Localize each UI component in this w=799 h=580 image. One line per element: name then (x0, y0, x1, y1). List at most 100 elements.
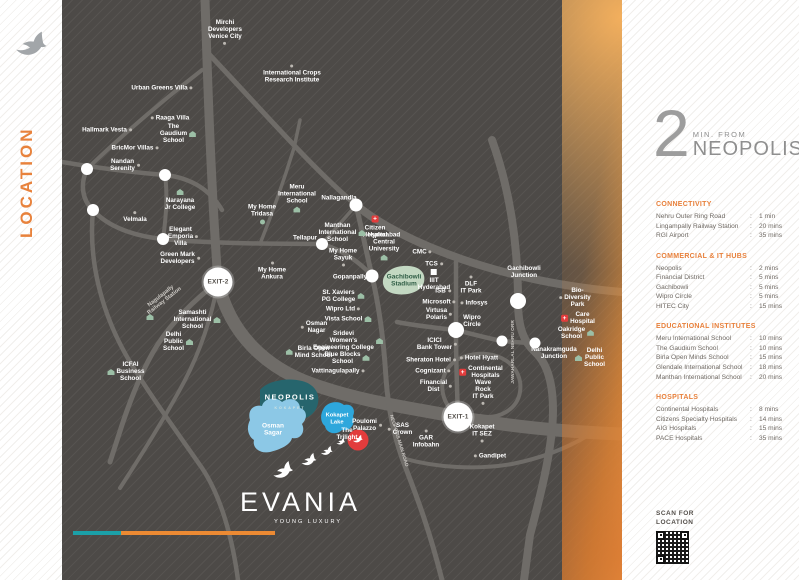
dot-icon (449, 312, 453, 316)
separator: : (750, 222, 752, 230)
map-label-text: Care Hospital (570, 310, 595, 325)
map-label: JAWAHARLAL NEHRU ORR (511, 320, 517, 384)
travel-time: 10 mins (759, 344, 783, 352)
map-label-text: The Trilight (336, 426, 358, 441)
map-label: NEOPOLIS (264, 392, 316, 403)
separator: : (750, 302, 752, 310)
map-label-text: Urban Greens Villa (131, 84, 188, 92)
school-icon (362, 355, 370, 361)
section-title: COMMERCIAL & IT HUBS (656, 252, 748, 260)
headline: 2 MIN. FROM NEOPOLIS (653, 96, 799, 170)
map-label-text: Financial Dist (419, 378, 448, 393)
map-label-text: TCS (425, 260, 438, 268)
map-base-layer (62, 0, 622, 580)
map-label: Sridevi Women's Engineering College (313, 330, 383, 352)
distance-row: The Gaudium School:10 mins (656, 344, 793, 354)
map-label-text: CMC (412, 248, 427, 256)
separator: : (750, 373, 752, 381)
dot-icon (473, 454, 477, 458)
map-label-text: KOKAPET (274, 405, 306, 410)
map-label: DLF IT Park (461, 275, 482, 295)
separator: : (750, 264, 752, 272)
travel-time: 15 mins (759, 302, 783, 310)
osman-sagar-lake (247, 398, 306, 453)
junctions-layer (81, 163, 541, 349)
map-label-text: Tellapur (292, 234, 318, 242)
dot-icon (452, 300, 456, 304)
map-label-text: Narayana Jr College (164, 196, 196, 211)
map-label: Sheraton Hotel (406, 356, 456, 363)
distance-row: Meru International School:10 mins (656, 334, 793, 344)
map-label-text: Osman Nagar (305, 319, 328, 334)
map-label: Infosys (460, 299, 488, 307)
map-label: Tellapur (293, 234, 317, 241)
map-label-text: Manthan International School (318, 222, 357, 244)
separator: : (750, 293, 752, 301)
map-label: Vista School (325, 315, 372, 322)
headline-min-from: MIN. FROM (692, 130, 747, 139)
map-label-text: Infosys (465, 299, 488, 307)
map-label-text: Nallagandla (321, 194, 357, 202)
map-label-text: GAR Infobahn (412, 434, 440, 449)
map-label-text: Nandan Serenity (110, 157, 135, 172)
map-label-text: Elegant Emporia Villa (167, 226, 194, 248)
map-label: Elegant Emporia Villa (167, 226, 199, 248)
distance-row: Birla Open Minds School:15 mins (656, 353, 793, 363)
map-label: Manthan International School (319, 222, 366, 244)
distance-row: Gachibowli:5 mins (656, 283, 793, 293)
map-label: Nanakramguda Junction (531, 346, 577, 360)
map-label-text: Bio- Diversity Park (564, 287, 591, 309)
areas-layer (247, 265, 425, 453)
map-label: The Trilight (337, 427, 358, 441)
map-label-text: Kokapet Lake (325, 412, 349, 425)
logo-tagline: YOUNG LUXURY (274, 519, 342, 525)
map-label: Birla Open Mind School (285, 345, 332, 359)
dot-icon (447, 289, 451, 293)
map-label: Hotel Hyatt (459, 354, 498, 361)
place-label: Wipro Circle (656, 293, 692, 301)
school-icon (213, 316, 221, 323)
map-label: Urban Greens Villa (131, 84, 193, 92)
map-label-text: Nanakramguda Junction (531, 345, 577, 360)
map-label: Bio- Diversity Park (559, 287, 591, 309)
place-label: Nehru Outer Ring Road (656, 213, 726, 220)
dot-icon (424, 429, 428, 433)
map-label: Gopanpally (333, 273, 367, 280)
exit-badge: EXIT-1 (443, 402, 473, 432)
map-label-text: Citizen Hospital (362, 224, 388, 239)
distance-row: Lingampally Railway Station:20 mins (656, 222, 793, 232)
dot-icon (150, 116, 154, 120)
place-label: RGI Airport (656, 232, 689, 240)
separator: : (750, 344, 752, 352)
dot-icon (128, 128, 132, 132)
distance-row: PACE Hospitals:35 mins (656, 434, 793, 444)
school-icon (358, 229, 366, 236)
travel-time: 1 min (759, 213, 776, 220)
dot-icon (447, 369, 451, 373)
map-label: ICFAI Business School (107, 361, 145, 383)
map-label: ISB (435, 287, 451, 294)
map-label-text: The Gaudium School (159, 123, 188, 145)
section-title: HOSPITALS (656, 394, 699, 402)
distance-row: Financial District:5 mins (656, 273, 793, 283)
map-label: Kokapet Lake (326, 412, 349, 425)
map-label-text: BricMor Villas (111, 144, 154, 152)
headline-number: 2 (653, 96, 690, 170)
dot-icon (136, 163, 140, 167)
separator: : (750, 213, 752, 220)
map-label-text: St. Xaviers PG College (321, 288, 356, 303)
dot-icon (439, 262, 443, 266)
map-label-text: Vista School (324, 315, 363, 323)
map-label-text: NEOPOLIS (264, 392, 316, 402)
travel-time: 2 mins (759, 264, 779, 272)
school-icon (375, 337, 383, 344)
qr-finder (656, 530, 665, 540)
map-label: Velmala (123, 211, 147, 223)
map-label-text: Sridevi Women's Engineering College (313, 330, 374, 352)
map-label-text: Hyderabad Central University (367, 231, 401, 253)
map-label: Poulomi Palazzo (352, 418, 382, 432)
kokapet-lake (321, 402, 354, 434)
